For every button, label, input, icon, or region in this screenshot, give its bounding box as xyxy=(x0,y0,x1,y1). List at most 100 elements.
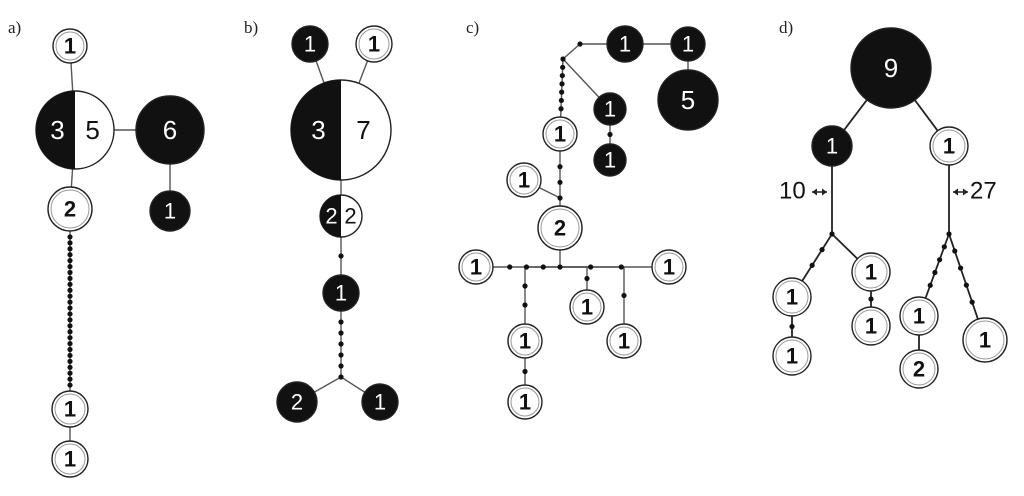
mutation-step-dot xyxy=(937,257,943,263)
mutation-step-dot xyxy=(67,364,73,370)
haplotype-node-c2: 1 xyxy=(670,26,706,62)
haplotype-count-filled: 3 xyxy=(311,115,325,145)
haplotype-node-d2: 1 xyxy=(811,125,853,167)
mutation-step-dot xyxy=(67,340,73,347)
haplotype-circle xyxy=(322,274,360,312)
haplotype-inner-ring xyxy=(854,309,888,343)
mutation-step-dot xyxy=(932,269,938,276)
haplotype-inner-ring xyxy=(50,189,90,229)
mutation-step-dot xyxy=(67,317,73,323)
haplotype-inner-ring xyxy=(55,31,85,61)
haplotype-count: 1 xyxy=(581,295,593,320)
haplotype-circle xyxy=(651,249,687,285)
haplotype-node-c11: 1 xyxy=(569,289,605,325)
haplotype-node-b5: 1 xyxy=(322,274,360,312)
step-count-left: 10 xyxy=(779,178,806,205)
panel-label-c: c) xyxy=(466,18,479,37)
haplotype-circle xyxy=(929,126,969,166)
haplotype-count: 1 xyxy=(519,390,531,415)
mutation-step-dot xyxy=(67,234,73,240)
haplotype-count: 1 xyxy=(519,329,531,354)
haplotype-node-d10: 2 xyxy=(899,349,939,389)
haplotype-circle xyxy=(149,190,191,232)
haplotype-inner-ring xyxy=(54,443,86,475)
haplotype-inner-ring xyxy=(540,208,580,248)
mutation-step-dot xyxy=(67,293,73,299)
mutation-step-dot xyxy=(941,244,947,250)
haplotype-node-c5: 1 xyxy=(593,143,627,177)
mutation-step-dot xyxy=(952,248,958,254)
haplotype-inner-ring xyxy=(54,393,86,425)
panel-label-d: d) xyxy=(779,18,793,37)
haplotype-inner-ring xyxy=(932,129,966,163)
haplotype-count: 2 xyxy=(64,197,76,222)
haplotype-count: 1 xyxy=(865,314,877,339)
mutation-step-dot xyxy=(559,89,565,95)
mutation-step-dot xyxy=(67,275,73,282)
mutation-step-dot xyxy=(67,370,73,376)
arrow-head-icon xyxy=(963,188,968,196)
mutation-step-dot xyxy=(819,247,825,253)
mutation-step-dot xyxy=(67,246,73,252)
mutation-step-dot xyxy=(67,376,73,382)
haplotype-node-a7: 1 xyxy=(51,440,89,478)
haplotype-circle xyxy=(851,306,891,346)
median-vector-dot xyxy=(829,231,835,237)
median-vector-dot xyxy=(557,195,563,201)
mutation-step-dot xyxy=(522,368,528,375)
haplotype-inner-ring xyxy=(509,165,539,195)
haplotype-count: 1 xyxy=(374,390,386,415)
haplotype-count: 1 xyxy=(64,447,76,472)
haplotype-inner-ring xyxy=(461,252,491,282)
haplotype-node-c12: 1 xyxy=(606,323,642,359)
haplotype-node-c8: 2 xyxy=(537,205,583,251)
mutation-step-dot xyxy=(559,72,565,79)
haplotype-count: 1 xyxy=(826,134,838,159)
mutation-step-dot xyxy=(67,335,73,341)
median-vector-dot xyxy=(577,41,583,47)
haplotype-count: 1 xyxy=(64,34,76,59)
arrow-head-icon xyxy=(953,188,958,196)
haplotype-count: 1 xyxy=(618,329,630,354)
haplotype-circle xyxy=(51,390,89,428)
panel-label-b: b) xyxy=(244,18,258,37)
haplotype-node-d9: 1 xyxy=(772,336,812,376)
mutation-step-dot xyxy=(522,302,528,308)
haplotype-circle xyxy=(361,383,399,421)
mutation-step-dot xyxy=(67,346,73,353)
haplotype-filled-share xyxy=(36,91,75,169)
haplotype-count: 1 xyxy=(368,32,380,57)
mutation-step-dot xyxy=(338,352,344,358)
haplotype-circle xyxy=(569,289,605,325)
haplotype-circle xyxy=(52,28,88,64)
mutation-step-dot xyxy=(507,264,513,270)
mutation-step-dot xyxy=(67,358,73,364)
haplotype-count: 5 xyxy=(681,85,695,115)
mutation-step-dot xyxy=(338,319,344,325)
haplotype-circle xyxy=(506,162,542,198)
haplotype-circle xyxy=(670,26,706,62)
haplotype-circle xyxy=(135,95,205,165)
haplotype-count-open: 2 xyxy=(344,204,356,229)
haplotype-circle xyxy=(593,143,627,177)
haplotype-node-b1: 1 xyxy=(291,25,329,63)
mutation-step-dot xyxy=(67,258,73,264)
haplotype-node-a4: 2 xyxy=(47,186,93,232)
haplotype-count: 1 xyxy=(554,122,566,147)
haplotype-count: 2 xyxy=(554,216,566,241)
haplotype-inner-ring xyxy=(572,292,602,322)
haplotype-circle xyxy=(507,323,543,359)
mutation-step-dot xyxy=(540,264,546,270)
mutation-step-dot xyxy=(868,296,874,302)
mutation-step-dot xyxy=(789,323,795,330)
haplotype-circle xyxy=(51,440,89,478)
mutation-step-dot xyxy=(338,363,344,369)
mutation-step-dot xyxy=(557,164,563,170)
haplotype-inner-ring xyxy=(510,326,540,356)
haplotype-inner-ring xyxy=(510,387,540,417)
haplotype-count: 1 xyxy=(682,32,694,57)
mutation-step-dot xyxy=(338,253,344,259)
mutation-step-dot xyxy=(67,305,73,311)
haplotype-count: 1 xyxy=(979,328,991,353)
